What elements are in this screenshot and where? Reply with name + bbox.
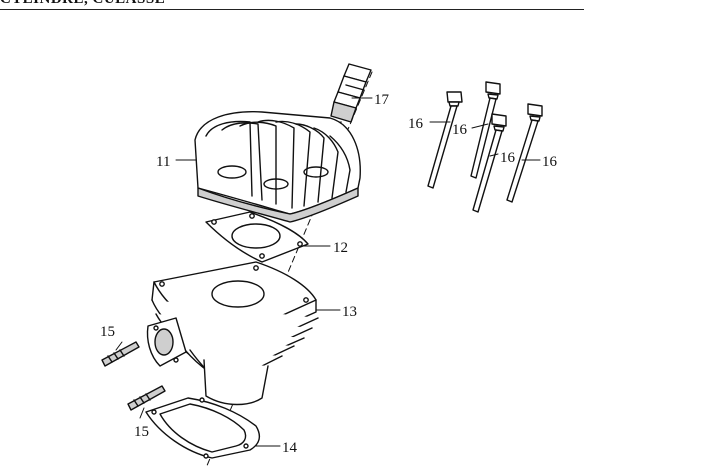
callout-16-b: 16 bbox=[452, 122, 468, 138]
bolt-c bbox=[472, 113, 507, 213]
page-title: CYLINDRE, CULASSE bbox=[0, 0, 600, 11]
callout-15-upper: 15 bbox=[100, 324, 115, 340]
spark-plug bbox=[330, 63, 372, 131]
cylinder-head bbox=[194, 111, 361, 223]
stud-upper bbox=[101, 341, 140, 367]
callout-16-c: 16 bbox=[500, 150, 516, 166]
callout-12: 12 bbox=[333, 240, 348, 256]
bolt-d bbox=[506, 103, 543, 203]
base-gasket bbox=[145, 397, 261, 459]
cylinder bbox=[146, 261, 319, 406]
callout-16-d: 16 bbox=[542, 154, 558, 170]
callout-13: 13 bbox=[342, 304, 357, 320]
bolt-a bbox=[427, 91, 463, 189]
callout-15-lower: 15 bbox=[134, 424, 149, 440]
header-rule bbox=[0, 9, 584, 10]
stud-lower bbox=[127, 385, 166, 411]
callout-16-a: 16 bbox=[408, 116, 424, 132]
bolt-b bbox=[470, 81, 501, 179]
head-gasket bbox=[205, 211, 309, 263]
callout-11: 11 bbox=[156, 154, 170, 170]
callout-17: 17 bbox=[374, 92, 390, 108]
callout-14: 14 bbox=[282, 440, 298, 456]
